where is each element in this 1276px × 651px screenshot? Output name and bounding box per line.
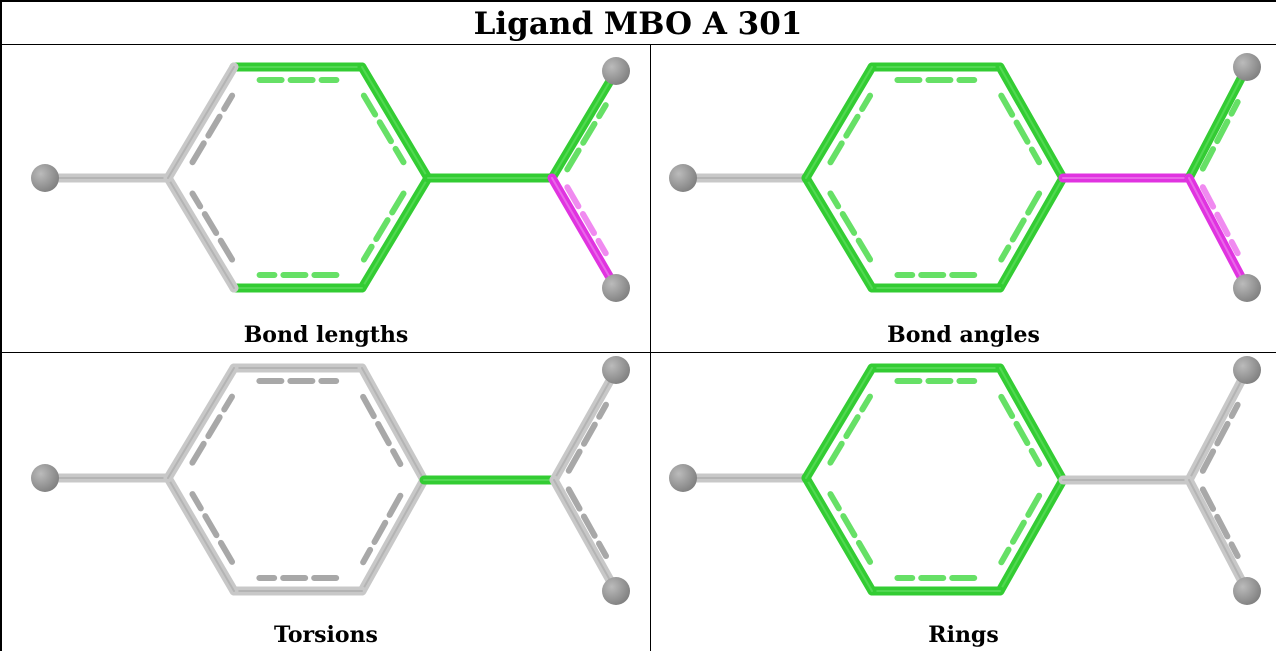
bond-inner-upper_right	[998, 92, 1043, 166]
caption-torsions: Torsions	[274, 622, 378, 648]
molecule-diagram-bond-angles	[669, 53, 1261, 302]
bond-inner-upper_left	[189, 92, 236, 166]
bond-highlight-subst_down	[551, 177, 617, 289]
caption-bond-lengths: Bond lengths	[243, 322, 409, 348]
atom-sphere-o2	[602, 577, 630, 605]
row-divider	[0, 352, 1276, 353]
bond-highlight-lower_left	[805, 177, 873, 289]
bond-inner-lower_right	[360, 190, 407, 263]
bond-inner-lower_left	[827, 190, 874, 263]
table-border-left	[0, 0, 2, 651]
bond-inner-upper_right	[360, 393, 404, 468]
panel-rings: Rings	[651, 353, 1276, 651]
bond-highlight-lower_left	[805, 477, 873, 592]
bond-inner-upper_right	[360, 92, 407, 166]
molecule-diagram-rings	[669, 356, 1261, 605]
bond-highlight-lower_right	[361, 479, 425, 592]
molecule-diagram-bond-lengths	[31, 57, 630, 302]
bond-highlight-upper_right	[999, 66, 1064, 179]
atom-sphere-o2	[1233, 274, 1261, 302]
caption-rings: Rings	[928, 622, 999, 648]
bond-highlight-lower_right	[999, 479, 1064, 592]
bond-highlight-upper_right	[361, 367, 425, 481]
bond-highlight-lower_left	[167, 177, 235, 289]
column-divider	[650, 44, 651, 651]
atom-sphere-o2	[602, 274, 630, 302]
atom-sphere-o1	[602, 57, 630, 85]
bond-inner-subst_up	[565, 401, 609, 474]
atom-sphere-x	[31, 464, 59, 492]
bond-inner-subst_up	[1199, 99, 1241, 172]
title-divider	[0, 44, 1276, 45]
bond-highlight-subst_up	[551, 70, 617, 179]
table-title: Ligand MBO A 301	[473, 6, 803, 42]
bond-highlight-upper_right	[361, 66, 429, 179]
bond-inner-lower_left	[827, 491, 874, 565]
bond-highlight-upper_right	[999, 367, 1064, 481]
bond-inner-lower_left	[189, 190, 236, 263]
panel-bond-angles: Bond angles	[651, 45, 1276, 352]
bond-highlight-lower_left	[167, 477, 235, 592]
bond-inner-upper_left	[827, 92, 874, 166]
bond-inner-subst_up	[564, 102, 609, 173]
bond-highlight-subst_down	[1188, 479, 1248, 592]
atom-sphere-x	[669, 464, 697, 492]
bond-inner-upper_left	[827, 393, 873, 466]
panel-bond-lengths: Bond lengths	[2, 45, 650, 352]
bond-inner-upper_right	[998, 393, 1043, 468]
bond-highlight-upper_left	[167, 367, 235, 479]
atom-sphere-o1	[602, 356, 630, 384]
bond-inner-lower_left	[189, 491, 236, 565]
bond-highlight-subst_down	[553, 479, 617, 592]
atom-sphere-x	[669, 164, 697, 192]
bond-inner-lower_right	[360, 492, 404, 566]
table-border-top	[0, 0, 1276, 2]
bond-inner-subst_down	[1199, 184, 1241, 257]
bond-highlight-subst_down	[1188, 177, 1248, 289]
bond-highlight-upper_left	[167, 66, 235, 179]
bond-highlight-subst_up	[1188, 66, 1248, 179]
bond-inner-subst_up	[1199, 401, 1241, 474]
panel-torsions: Torsions	[2, 353, 650, 651]
atom-sphere-o1	[1233, 53, 1261, 81]
caption-bond-angles: Bond angles	[887, 322, 1040, 348]
molecule-diagram-torsions	[31, 356, 630, 605]
atom-sphere-o1	[1233, 356, 1261, 384]
bond-inner-lower_right	[998, 190, 1043, 263]
bond-inner-subst_down	[1199, 486, 1241, 559]
bond-inner-subst_down	[565, 486, 609, 560]
bond-highlight-subst_up	[1188, 369, 1248, 481]
atom-sphere-o2	[1233, 577, 1261, 605]
atom-sphere-x	[31, 164, 59, 192]
bond-inner-lower_right	[998, 492, 1043, 566]
bond-highlight-lower_right	[999, 177, 1064, 289]
bond-highlight-subst_up	[553, 369, 617, 481]
bond-highlight-lower_right	[361, 177, 429, 289]
bond-highlight-upper_left	[805, 367, 873, 479]
bond-highlight-upper_left	[805, 66, 873, 179]
bond-inner-upper_left	[189, 393, 235, 466]
bond-inner-subst_down	[564, 184, 609, 257]
